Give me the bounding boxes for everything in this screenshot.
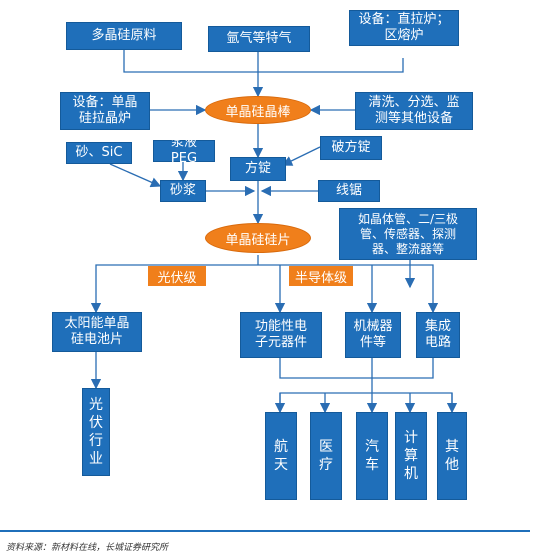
node-ingot: 单晶硅晶棒 (205, 96, 311, 124)
line-app-bus-top (279, 358, 434, 379)
tag-pv-grade: 光伏级 (148, 266, 206, 286)
node-functional: 功能性电 子元器件 (240, 312, 322, 358)
node-wafer: 单晶硅硅片 (205, 223, 311, 253)
arrow-squaring-square (281, 146, 321, 166)
node-medical: 医 疗 (310, 412, 342, 500)
node-pv-industry: 光 伏 行 业 (82, 388, 110, 476)
node-argon: 氩气等特气 (208, 26, 310, 52)
node-other: 其 他 (437, 412, 467, 500)
node-auto: 汽 车 (356, 412, 388, 500)
arrow-polysilicon-ingot (123, 50, 258, 73)
node-cleaning: 清洗、分选、监 测等其他设备 (355, 92, 473, 130)
node-ic: 集成 电路 (416, 312, 460, 358)
line-wafer-branches (95, 264, 434, 285)
node-wire-saw: 线锯 (318, 180, 380, 202)
source-note: 资料来源：新材料在线，长城证券研究所 (6, 543, 169, 553)
line-app-bus-bottom (279, 392, 453, 404)
node-mechanical: 机械器 件等 (345, 312, 401, 358)
node-squaring: 破方锭 (320, 136, 382, 160)
node-peg: 浆液PEG (153, 135, 215, 166)
tag-semiconductor-grade: 半导体级 (289, 266, 353, 286)
node-square-ingot: 方锭 (230, 157, 286, 181)
arrow-sand-slurry (109, 163, 162, 188)
arrow-equip-top-ingot (258, 58, 404, 73)
node-slurry: 砂浆 (160, 180, 206, 202)
node-devices: 如晶体管、二/三极 管、传感器、探测 器、整流器等 (339, 208, 477, 260)
node-polysilicon: 多晶硅原料 (66, 22, 182, 50)
node-equip-left: 设备：单晶 硅拉晶炉 (60, 92, 150, 130)
node-equip-top: 设备：直拉炉； 区熔炉 (349, 10, 459, 46)
node-sand: 砂、SiC (66, 142, 132, 164)
node-solar-cell: 太阳能单晶 硅电池片 (52, 312, 142, 352)
node-aerospace: 航 天 (265, 412, 297, 500)
node-computer: 计 算 机 (395, 412, 427, 500)
footer-divider (0, 530, 530, 532)
